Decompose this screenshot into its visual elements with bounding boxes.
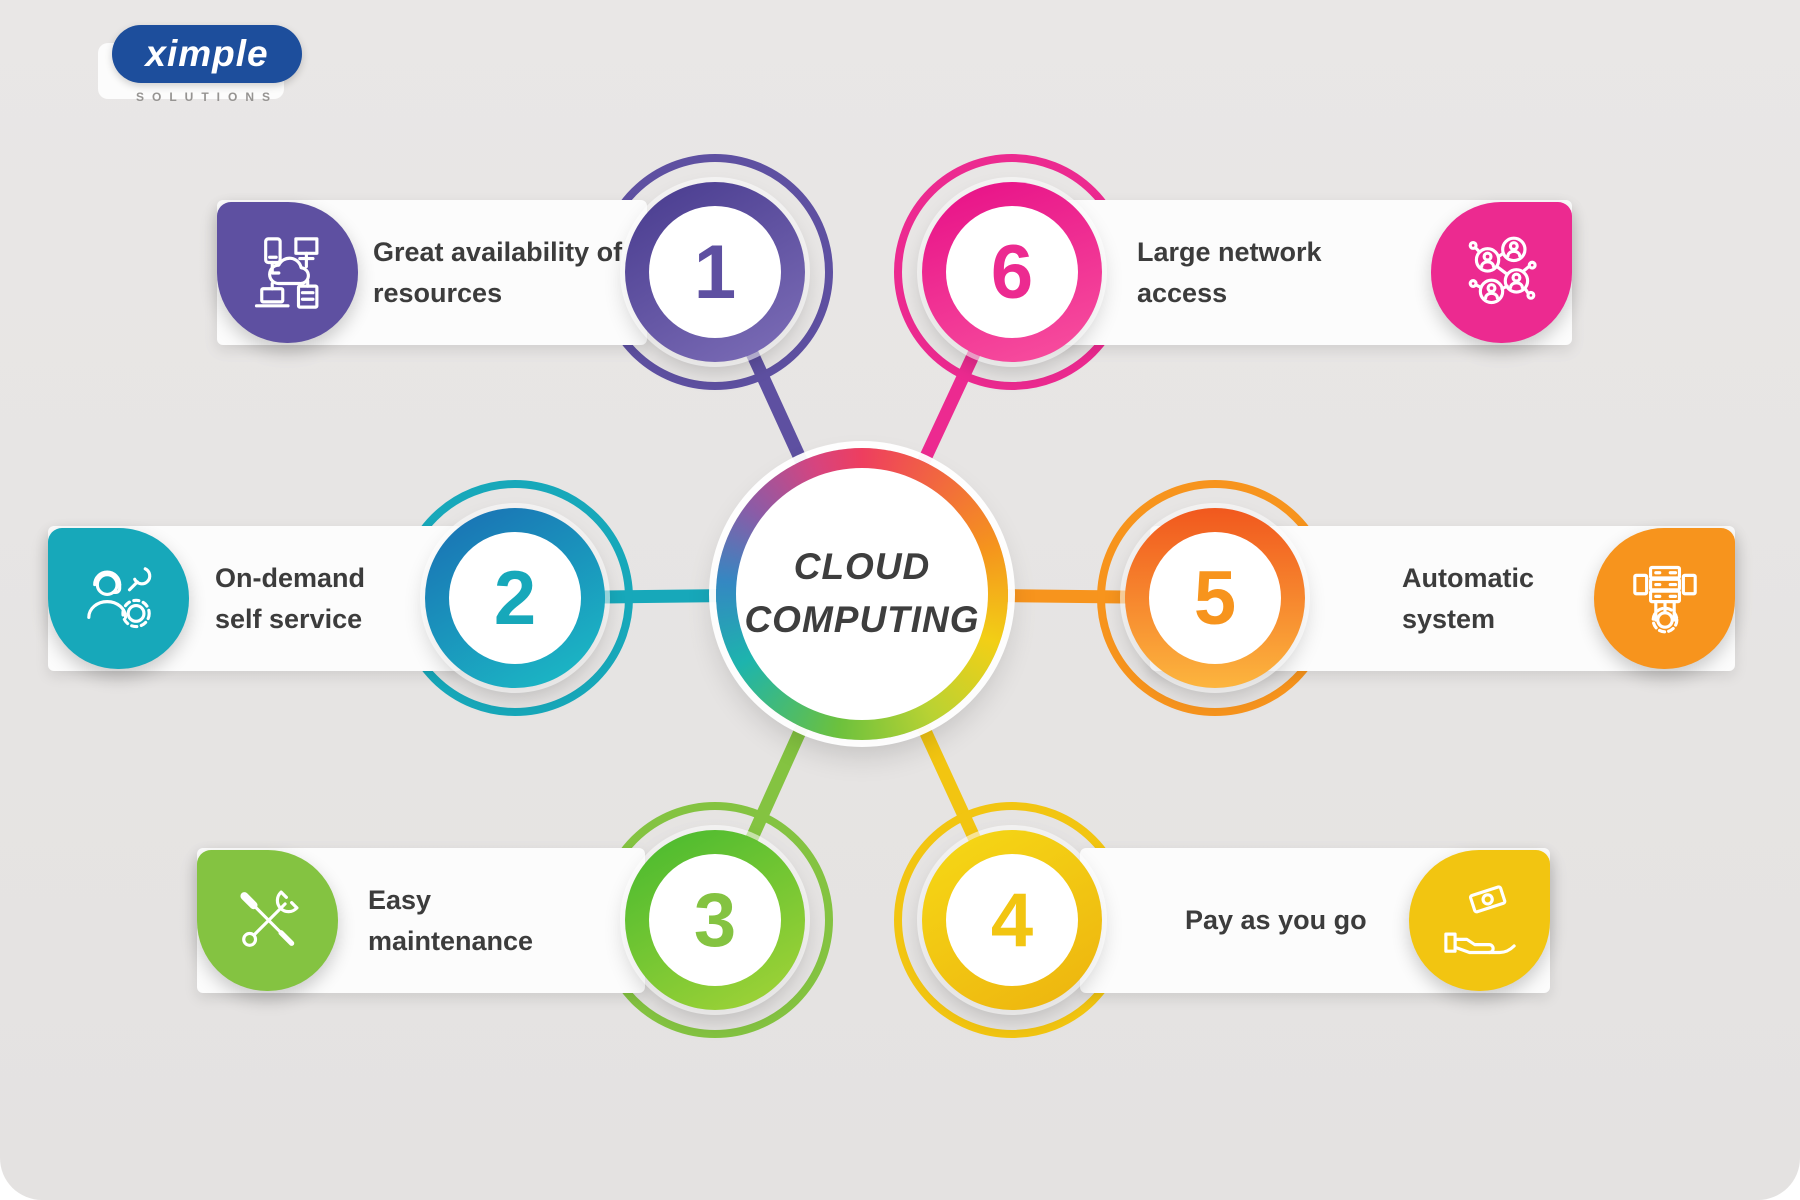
item-2-number-circle: 2	[425, 508, 605, 688]
item-2-number-disc: 2	[449, 532, 581, 664]
item-1-label: Great availability of resources	[373, 237, 623, 308]
central-title-line1: CLOUD	[793, 546, 931, 588]
item-2-label: On-demand self service	[215, 563, 366, 634]
cloud-network-icon	[254, 236, 318, 309]
maintenance-tools-icon	[239, 890, 298, 947]
item-4-number-disc: 4	[946, 854, 1078, 986]
logo-pill: Ximple	[112, 25, 302, 83]
item-1-number: 1	[693, 229, 737, 315]
item-2-number: 2	[493, 555, 537, 641]
item-5-number-disc: 5	[1149, 532, 1281, 664]
item-4-number: 4	[990, 877, 1034, 963]
item-1-icon-badge	[217, 202, 358, 343]
item-5-number: 5	[1193, 555, 1237, 641]
item-5-icon-badge	[1594, 528, 1735, 669]
item-5-number-circle: 5	[1125, 508, 1305, 688]
item-5-label: Automatic system	[1402, 563, 1535, 634]
item-4-bar: Pay as you go	[1080, 848, 1550, 993]
item-1-number-circle: 1	[625, 182, 805, 362]
hand-payment-icon	[1443, 884, 1516, 954]
central-node-disc: CLOUD COMPUTING	[736, 468, 988, 720]
item-3-number-disc: 3	[649, 854, 781, 986]
central-node: CLOUD COMPUTING	[716, 448, 1008, 740]
item-3-bar: Easy maintenance	[197, 848, 645, 993]
brand-tagline: SOLUTIONS	[135, 90, 278, 104]
item-4-icon-badge	[1409, 850, 1550, 991]
item-3-icon-badge	[197, 850, 338, 991]
item-2-icon-badge	[48, 528, 189, 669]
brand-logo: Ximple SOLUTIONS	[98, 25, 302, 104]
central-title: CLOUD COMPUTING	[744, 541, 979, 646]
item-4-number-circle: 4	[922, 830, 1102, 1010]
item-1-number-disc: 1	[649, 206, 781, 338]
support-agent-icon	[86, 566, 151, 628]
user-network-icon	[1468, 236, 1537, 304]
item-6-number: 6	[990, 229, 1034, 315]
item-4-label: Pay as you go	[1185, 905, 1367, 936]
server-gear-icon	[1632, 565, 1697, 633]
item-3-label: Easy maintenance	[368, 885, 534, 956]
item-6-number-circle: 6	[922, 182, 1102, 362]
item-6-label: Large network access	[1137, 237, 1322, 308]
item-3-number: 3	[693, 877, 737, 963]
item-2-bar: On-demand self service	[48, 526, 463, 671]
brand-name: Ximple	[145, 33, 269, 74]
item-3-number-circle: 3	[625, 830, 805, 1010]
item-6-number-disc: 6	[946, 206, 1078, 338]
item-6-icon-badge	[1431, 202, 1572, 343]
item-1-bar: Great availability of resources	[217, 200, 647, 345]
central-title-line2: COMPUTING	[744, 599, 980, 640]
item-6-bar: Large network access	[1050, 200, 1572, 345]
